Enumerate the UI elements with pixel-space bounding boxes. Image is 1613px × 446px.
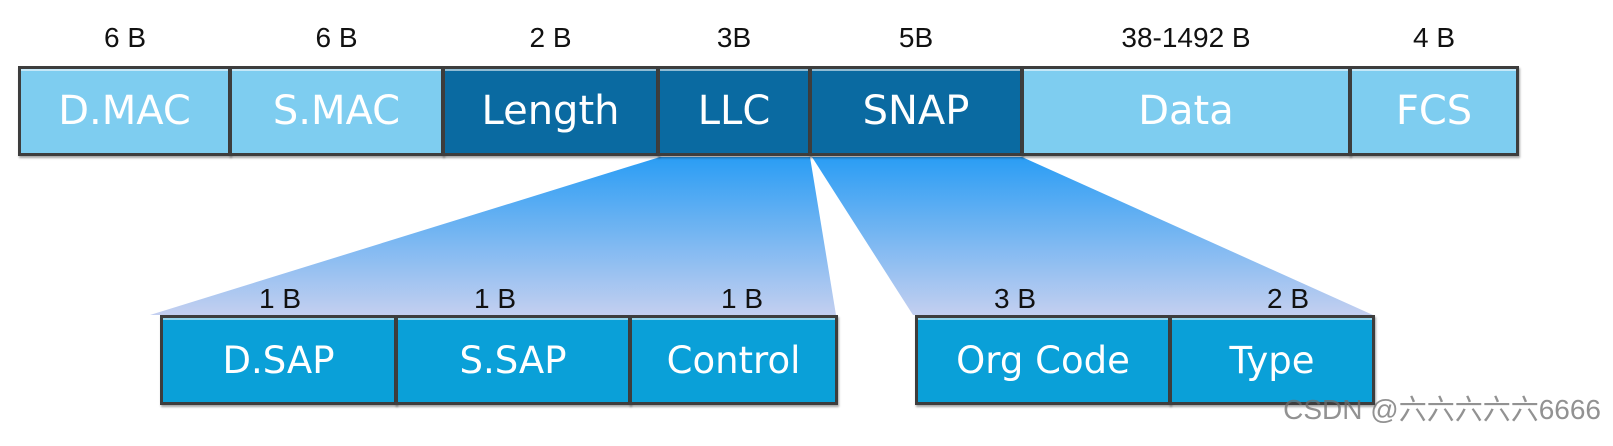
llc-expansion-wedge (150, 157, 836, 315)
size-label-type: 2 B (1266, 283, 1310, 314)
size-label-org-code: 3 B (993, 283, 1037, 314)
frame-field-fcs: FCS (1349, 66, 1519, 156)
llc-field-control: Control (629, 315, 838, 405)
size-label-length: 2 B (529, 22, 572, 53)
size-label-control: 1 B (720, 283, 764, 314)
size-label-smac: 6 B (315, 22, 358, 53)
watermark: CSDN @六六六六六6666 (1283, 394, 1601, 425)
frame-field-snap: SNAP (809, 66, 1023, 156)
size-label-dmac: 6 B (103, 22, 147, 53)
size-label-dsap: 1 B (258, 283, 302, 314)
size-label-ssap: 1 B (473, 283, 517, 314)
size-label-llc: 3B (716, 22, 752, 53)
frame-field-data: Data (1021, 66, 1351, 156)
frame-field-dmac: D.MAC (18, 66, 231, 156)
snap-field-type: Type (1169, 315, 1375, 405)
size-label-fcs: 4 B (1412, 22, 1456, 53)
snap-expansion-wedge (812, 157, 1373, 315)
size-label-data: 38-1492 B (1121, 22, 1251, 53)
frame-field-smac: S.MAC (229, 66, 444, 156)
size-label-snap: 5B (898, 22, 934, 53)
frame-field-llc: LLC (657, 66, 811, 156)
llc-field-dsap: D.SAP (160, 315, 397, 405)
frame-field-length: Length (442, 66, 659, 156)
snap-field-org-code: Org Code (915, 315, 1171, 405)
llc-field-ssap: S.SAP (395, 315, 631, 405)
